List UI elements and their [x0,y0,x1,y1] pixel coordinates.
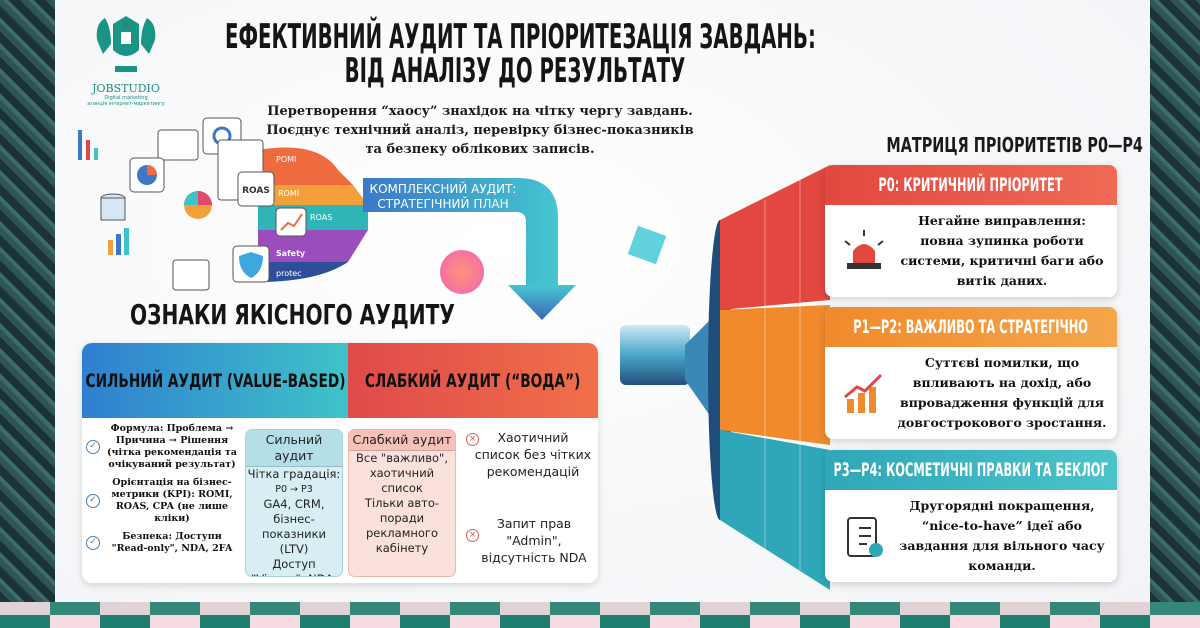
audit-pipeline-illustration: POMI ROMI ROAS Safety protec КОМПЛЕКСНИЙ… [78,117,576,320]
logo-monogram: JS [122,22,130,30]
bar-chart-icon [78,130,98,160]
right-pattern-border [1150,0,1200,628]
weak-audit-box: Слабкий аудит Все "важливо", хаотичний с… [348,429,456,577]
ribbon-purple [258,230,368,262]
strong-point: Формула: Проблема → Причина → Рішення (ч… [107,423,237,470]
checkered-footer-strip [0,602,1200,628]
report-icon [172,259,210,291]
strong-point: Орієнтація на бізнес-метрики (KPI): ROMI… [111,477,233,524]
ribbon-label: Safety [276,249,306,258]
crest-icon: JS [96,16,156,72]
page-title: ЕФЕКТИВНИЙ АУДИТ ТА ПРІОРИТЕЗАЦІЯ ЗАВДАН… [225,17,816,91]
card-header: P0: КРИТИЧНИЙ ПРІОРИТЕТ [825,165,1117,205]
weak-box-title: Слабкий аудит [349,430,455,451]
priority-card-p0: P0: КРИТИЧНИЙ ПРІОРИТЕТ Негайне виправле… [825,165,1117,297]
priority-card-p1-p2: P1—P2: ВАЖЛИВО ТА СТРАТЕГІЧНО Суттєві по… [825,307,1117,439]
subtitle-line: Перетворення “хаосу” знахідок на чітку ч… [267,104,693,119]
pipe-label: СТРАТЕГІЧНИЙ ПЛАН [377,196,508,211]
check-icon: ✓ [86,536,100,550]
roas-card-label: ROAS [242,186,270,196]
strong-box-line: P0 → P3 [275,484,313,495]
subtitle-line: та безпеку облікових записів. [365,142,595,157]
logo-brand: JOBSTUDIO [92,82,160,95]
pipe-label: КОМПЛЕКСНИЙ АУДИТ: [370,181,517,196]
growth-chart-icon [844,373,883,413]
ribbon-orange [258,147,353,185]
ribbon-label: POMI [276,155,296,164]
strong-box-line: Чітка градація: [247,467,341,481]
ribbon-yellow [258,185,368,205]
strong-box-title: Сильний аудит [246,430,342,467]
priority-card-p3-p4: P3—P4: КОСМЕТИЧНІ ПРАВКИ ТА БЕКЛОГ Друго… [825,450,1117,582]
logo-tagline: Digital marketing [104,95,148,101]
strong-box-line: GA4, CRM, бізнес-показники (LTV) [261,497,327,556]
window-icon [157,129,199,161]
pipe-arrow [508,285,576,320]
card-text: Суттєві помилки, що впливають на дохід, … [897,355,1107,430]
decorative-orb [440,250,484,294]
card-text: Негайне виправлення: повна зупинка робот… [900,213,1104,288]
left-pattern-border [0,0,60,628]
strong-point-row: ✓ Орієнтація на бізнес-метрики (KPI): RO… [86,477,241,525]
strong-box-line: Доступ "Viewer", NDA, 2FA [251,557,337,576]
check-icon: ✓ [86,494,100,508]
strong-point: Безпека: Доступи "Read-only", NDA, 2FA [111,531,233,554]
strong-point-row: ✓ Формула: Проблема → Причина → Рішення … [86,423,241,471]
strong-audit-box: Сильний аудит Чітка градація: P0 → P3 GA… [245,429,343,577]
database-icon [100,193,126,221]
pipe [363,178,558,285]
weak-point: Хаотичний список без чітких рекомендацій [474,430,592,479]
strong-points: ✓ Формула: Проблема → Причина → Рішення … [86,423,241,555]
growth-chart-icon [108,228,129,255]
priority-funnel [620,165,830,590]
audit-comparison-panel: СИЛЬНИЙ АУДИТ (VALUE-BASED) СЛАБКИЙ АУДИ… [82,343,598,583]
check-icon: ✓ [86,440,100,454]
ribbon-blue [258,262,348,282]
card-header: P3—P4: КОСМЕТИЧНІ ПРАВКИ ТА БЕКЛОГ [825,450,1117,490]
subtitle-line: Поєднує технічний аналіз, перевірку бізн… [266,123,694,138]
strong-point-row: ✓ Безпека: Доступи "Read-only", NDA, 2FA [86,531,241,555]
card-header: P1—P2: ВАЖЛИВО ТА СТРАТЕГІЧНО [825,307,1117,347]
subtitle: Перетворення “хаосу” знахідок на чітку ч… [240,102,720,159]
ribbon-label: protec [276,269,302,278]
ribbon-label: ROMI [278,189,299,198]
title-line-1: ЕФЕКТИВНИЙ АУДИТ ТА ПРІОРИТЕЗАЦІЯ ЗАВДАН… [225,17,816,57]
quality-heading: ОЗНАКИ ЯКІСНОГО АУДИТУ [130,298,455,331]
matrix-title: МАТРИЦЯ ПРІОРИТЕТІВ P0—P4 [886,133,1143,157]
strong-audit-header: СИЛЬНИЙ АУДИТ (VALUE-BASED) [82,343,348,418]
analytics-icon [275,207,307,237]
weak-audit-header: СЛАБКИЙ АУДИТ (“ВОДА”) [348,343,598,418]
checklist-icon [847,517,883,557]
weak-point: Запит прав "Admin", відсутність NDA [481,516,587,565]
weak-box-line: Все "важливо", хаотичний список [356,451,448,495]
card-text: Другорядні покращення, “nice-to-have” ід… [899,498,1105,573]
siren-icon [844,230,884,269]
cross-icon: × [466,529,479,542]
logo: JS JOBSTUDIO Digital marketing агенція і… [78,10,174,107]
weak-box-line: Тільки авто-поради рекламного кабінету [364,496,440,555]
cross-icon: × [466,433,479,446]
ribbon-label: ROAS [310,213,332,222]
logo-tagline-ua: агенція інтернет-маркетингу [87,101,165,107]
roas-card [237,171,275,207]
title-line-2: ВІД АНАЛІЗУ ДО РЕЗУЛЬТАТУ [344,51,686,91]
